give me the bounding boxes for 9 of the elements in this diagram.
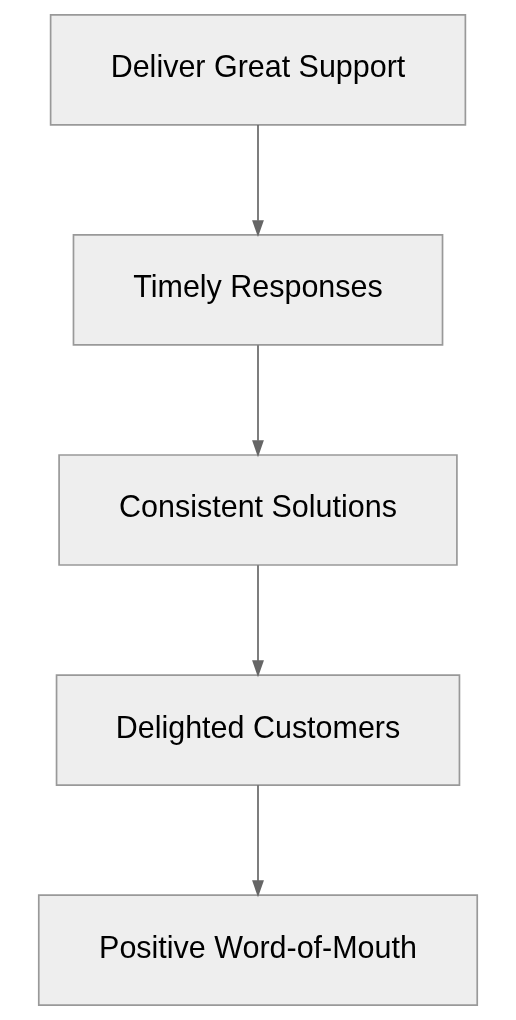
arrow bbox=[252, 344, 264, 458]
node-box: Delighted Customers bbox=[55, 674, 461, 786]
node-box: Positive Word-of-Mouth bbox=[37, 894, 479, 1006]
arrow bbox=[252, 784, 264, 898]
arrow bbox=[252, 564, 264, 678]
node-box: Timely Responses bbox=[72, 234, 444, 346]
node-box: Consistent Solutions bbox=[58, 454, 458, 566]
node-box: Deliver Great Support bbox=[49, 14, 467, 126]
arrow bbox=[252, 124, 264, 238]
